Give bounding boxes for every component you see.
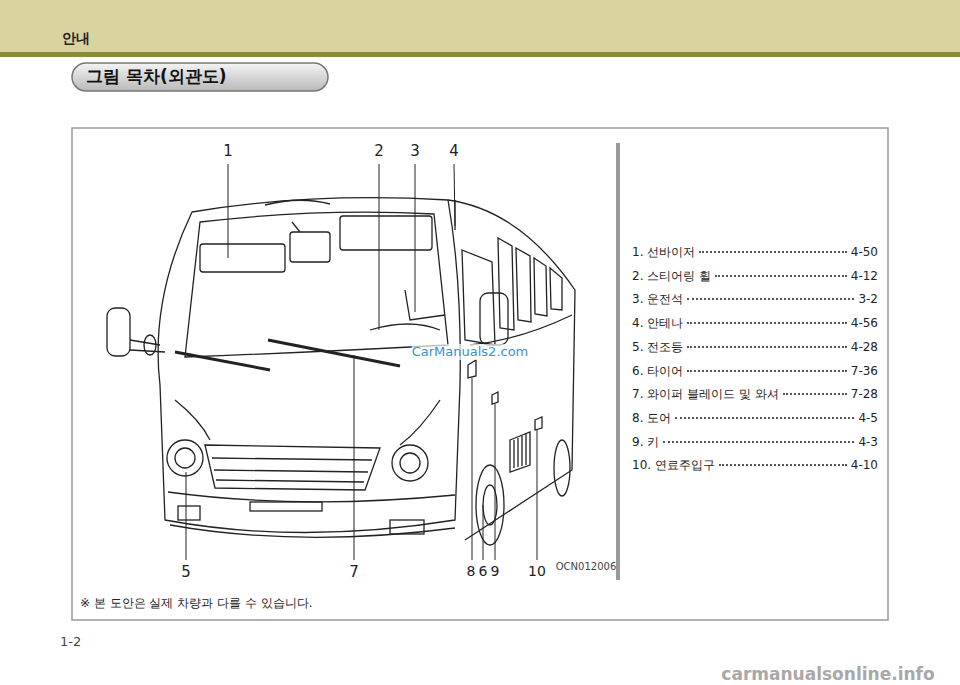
index-row: 2. 스티어링 휠 4-12 — [632, 268, 878, 285]
item-name: 4. 안테나 — [632, 315, 683, 332]
page-ref: 4-10 — [851, 458, 878, 472]
index-row: 8. 도어 4-5 — [632, 410, 878, 427]
page-ref: 4-50 — [851, 245, 878, 259]
title-pill — [72, 63, 328, 91]
item-name: 2. 스티어링 휠 — [632, 268, 711, 285]
page-ref: 4-12 — [851, 269, 878, 283]
dot-leader — [687, 322, 847, 324]
dot-leader — [783, 393, 847, 395]
callout-number: 2 — [374, 142, 384, 160]
watermark: CarManuals2.com — [412, 344, 529, 360]
dot-leader — [719, 464, 847, 466]
page-ref: 4-28 — [851, 340, 878, 354]
callout-number: 4 — [449, 142, 459, 160]
header-band — [0, 0, 960, 52]
page-ref: 4-5 — [858, 411, 878, 425]
callout-number: 3 — [410, 142, 420, 160]
callout-number: 1 — [223, 142, 233, 160]
frame — [72, 128, 888, 620]
page-ref: 4-56 — [851, 316, 878, 330]
callout-number: 7 — [349, 563, 359, 581]
dot-leader — [687, 298, 854, 300]
item-name: 10. 연료주입구 — [632, 457, 715, 474]
section-title: 그림 목차(외관도) — [86, 66, 226, 86]
index-row: 5. 전조등 4-28 — [632, 339, 878, 356]
item-name: 5. 전조등 — [632, 339, 683, 356]
dot-leader — [715, 275, 847, 277]
index-row: 10. 연료주입구 4-10 — [632, 457, 878, 474]
callout-number: 6 — [479, 563, 488, 580]
callout-number: 5 — [181, 563, 191, 581]
page-number: 1-2 — [60, 634, 81, 650]
index-row: 4. 안테나 4-56 — [632, 315, 878, 332]
index-row: 3. 운전석 3-2 — [632, 291, 878, 308]
divider — [616, 143, 620, 580]
page-ref: 3-2 — [858, 292, 878, 306]
header-rule — [0, 52, 960, 57]
dot-leader — [663, 441, 854, 443]
dot-leader — [687, 370, 847, 372]
watermark: carmanualsonline.info — [721, 664, 934, 684]
page-ref: 4-3 — [858, 435, 878, 449]
item-name: 9. 키 — [632, 434, 659, 451]
page-ref: 7-36 — [851, 364, 878, 378]
item-name: 3. 운전석 — [632, 291, 683, 308]
index-row: 7. 와이퍼 블레이드 및 와셔 7-28 — [632, 386, 878, 403]
index-row: 6. 타이어 7-36 — [632, 363, 878, 380]
header-text: 안내 — [62, 30, 90, 47]
note-text: ※ 본 도안은 실제 차량과 다를 수 있습니다. — [80, 596, 313, 610]
item-name: 7. 와이퍼 블레이드 및 와셔 — [632, 386, 779, 403]
index-row: 9. 키 4-3 — [632, 434, 878, 451]
page-ref: 7-28 — [851, 387, 878, 401]
item-name: 1. 선바이저 — [632, 244, 695, 261]
dot-leader — [687, 346, 847, 348]
dot-leader — [699, 251, 847, 253]
leader-lines — [186, 164, 537, 560]
callout-number: 9 — [491, 563, 500, 580]
index-row: 1. 선바이저 4-50 — [632, 244, 878, 261]
bus-illustration — [107, 198, 575, 545]
image-code: OCN012006 — [556, 561, 617, 573]
callout-number: 8 — [467, 563, 476, 580]
item-name: 6. 타이어 — [632, 363, 683, 380]
callout-number: 10 — [528, 563, 546, 580]
item-name: 8. 도어 — [632, 410, 671, 427]
dot-leader — [675, 417, 854, 419]
